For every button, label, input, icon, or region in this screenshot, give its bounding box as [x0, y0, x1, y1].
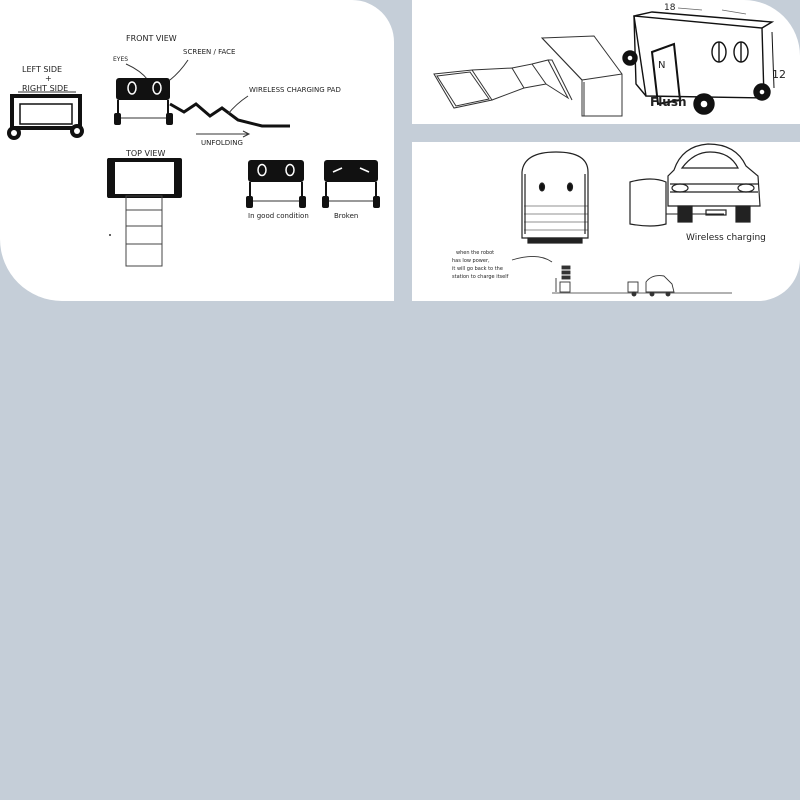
note-line-4: station to charge itself	[452, 274, 509, 280]
note-line-2: has low power,	[452, 258, 490, 264]
charging-pad-pointer	[228, 96, 248, 114]
station-return-sketch	[512, 256, 732, 296]
good-condition-label: In good condition	[248, 212, 309, 220]
robot-perspective-sketch-panel: N Flush 18 12	[412, 0, 800, 124]
unfolding-label: UNFOLDING	[201, 139, 243, 147]
flush-label: Flush	[650, 95, 687, 109]
station-box	[542, 36, 622, 116]
top-view-label: TOP VIEW	[125, 149, 165, 158]
charging-concept-drawing: Wireless charging when the robot has low…	[412, 142, 800, 301]
left-side-label: LEFT SIDE	[22, 65, 62, 74]
wireless-charging-label: Wireless charging	[686, 233, 766, 243]
folding-ramp	[434, 60, 572, 108]
charging-concept-sketch-panel: Wireless charging when the robot has low…	[412, 142, 800, 301]
broken-robot	[322, 160, 380, 208]
robot-rear-view	[522, 152, 588, 243]
broken-label: Broken	[334, 212, 358, 220]
note-line-1: when the robot	[456, 250, 494, 256]
flush-mark: N	[658, 60, 665, 71]
charging-pad-unfold-line	[170, 104, 290, 126]
robot-views-drawing: LEFT SIDE + RIGHT SIDE FRONT VIEW EYES S…	[0, 0, 394, 301]
plus-label: +	[45, 74, 52, 83]
right-side-label: RIGHT SIDE	[22, 84, 68, 93]
top-view-robot	[107, 158, 182, 266]
dimension-width-label: 18	[664, 3, 676, 13]
wireless-charging-pad-label: WIRELESS CHARGING PAD	[249, 86, 341, 94]
screen-face-label: SCREEN / FACE	[183, 48, 235, 56]
note-line-3: it will go back to the	[452, 266, 503, 272]
perspective-robot	[623, 12, 774, 114]
front-view-label: FRONT VIEW	[126, 34, 177, 43]
front-view-robot	[114, 78, 173, 125]
side-view-robot	[7, 92, 84, 140]
eyes-pointer	[126, 64, 148, 80]
robot-perspective-drawing: N Flush 18 12	[412, 0, 800, 124]
car-charging-sketch	[630, 144, 760, 226]
screen-pointer	[170, 60, 188, 80]
good-condition-robot	[246, 160, 306, 208]
eyes-label: EYES	[113, 56, 128, 63]
robot-views-sketch-panel: LEFT SIDE + RIGHT SIDE FRONT VIEW EYES S…	[0, 0, 394, 301]
low-power-note: when the robot has low power, it will go…	[452, 250, 509, 280]
dimension-height-label: 12	[772, 68, 786, 81]
